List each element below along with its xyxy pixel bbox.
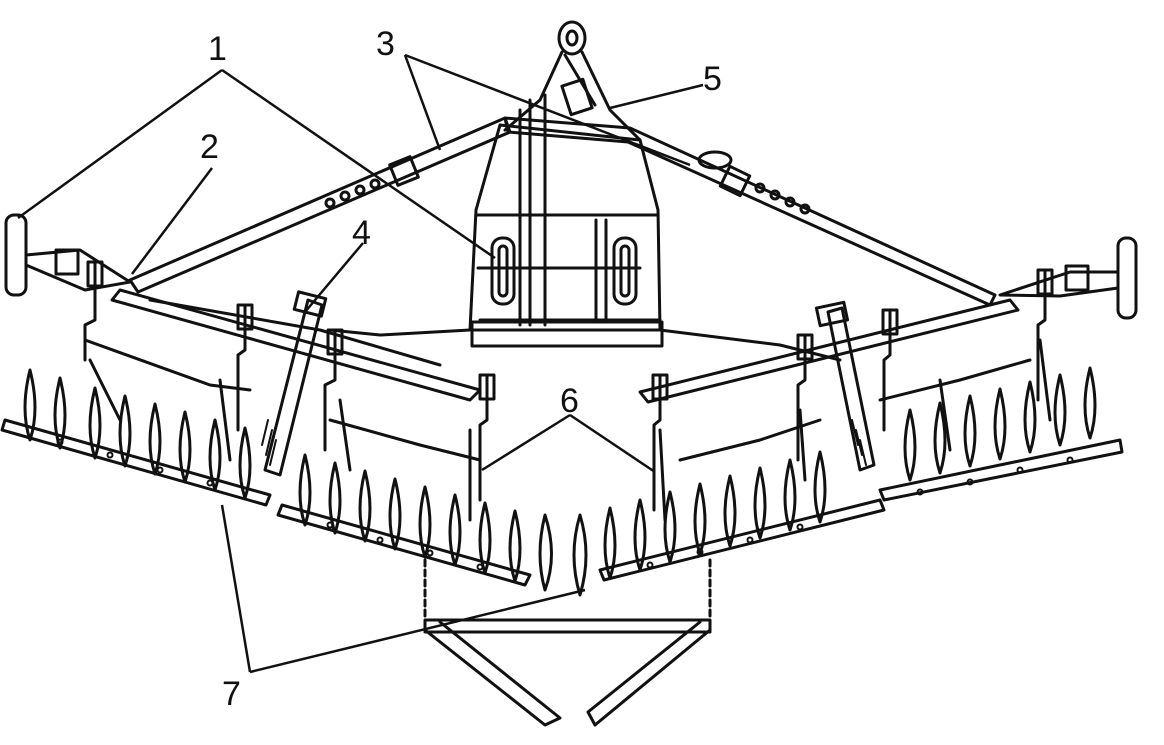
side-wheel-assemblies — [4, 213, 1138, 320]
callout-label-1: 1 — [208, 30, 227, 68]
central-frame — [468, 93, 664, 348]
callout-label-7: 7 — [222, 675, 241, 713]
callout-label-4: 4 — [352, 214, 371, 252]
hitch-cylinder — [560, 77, 594, 117]
side-wheel-left — [4, 213, 28, 297]
disc-gang-right-outer — [903, 366, 1097, 482]
gang-frames — [0, 288, 1124, 587]
adjusting-screws — [261, 290, 876, 477]
hangers — [83, 258, 1054, 512]
disc-gang-left-outer — [23, 368, 252, 500]
hitch-eye — [557, 20, 587, 56]
disc-gang-left-inner — [298, 453, 553, 592]
disc-gangs — [23, 366, 1097, 597]
side-wheel-right — [1116, 236, 1138, 320]
callout-label-2: 2 — [200, 128, 219, 166]
callout-label-6: 6 — [560, 382, 579, 420]
callout-label-3: 3 — [376, 25, 395, 63]
top-beams — [128, 116, 997, 307]
disc-gang-right-inner — [572, 450, 827, 597]
callout-label-5: 5 — [703, 60, 722, 98]
rear-drag — [423, 558, 712, 727]
transport-wheel-left — [490, 236, 516, 306]
transport-wheel-right — [612, 236, 638, 306]
callout-labels: 1 2 3 4 5 6 7 — [200, 25, 722, 713]
leader-lines — [17, 53, 704, 674]
